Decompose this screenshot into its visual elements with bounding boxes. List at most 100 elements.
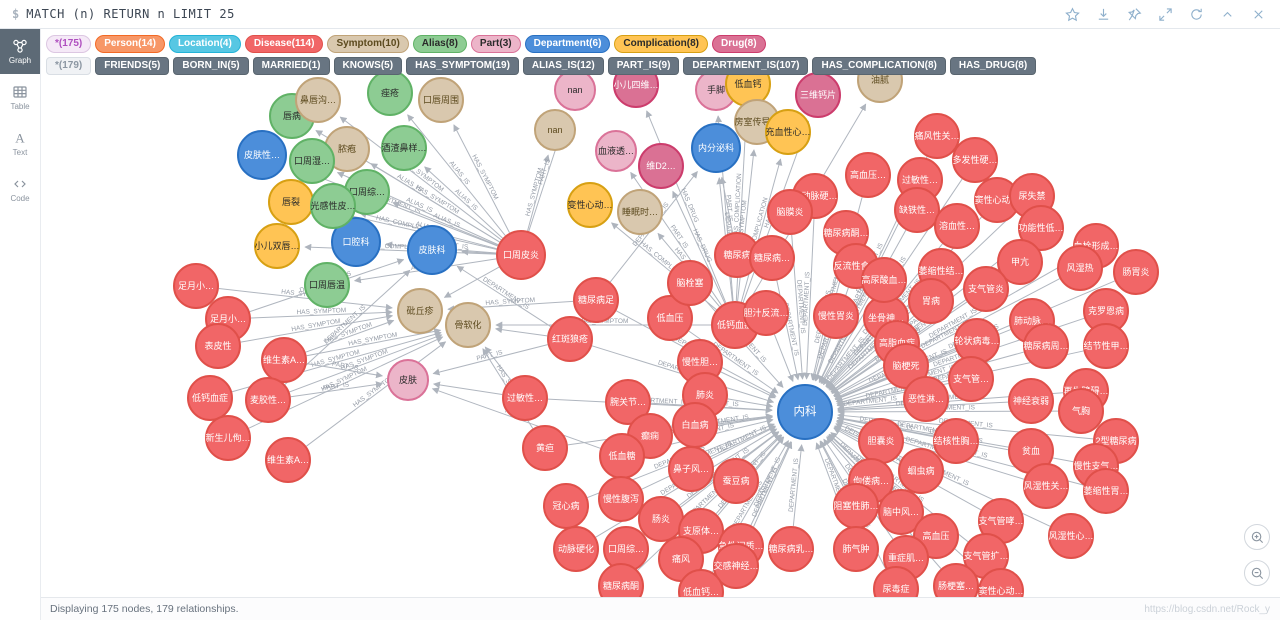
graph-node[interactable]: 肠炎 [638, 496, 684, 542]
graph-edge[interactable] [727, 398, 774, 409]
rel-type-pill[interactable]: HAS_COMPLICATION(8) [812, 57, 946, 75]
graph-node[interactable]: 结核性胸… [933, 418, 979, 464]
graph-node[interactable]: 骨软化 [445, 302, 491, 348]
node-label-pill[interactable]: *(175) [46, 35, 92, 53]
graph-node[interactable]: 功能性低… [1018, 205, 1064, 251]
node-label-pill[interactable]: Location(4) [168, 35, 241, 53]
graph-node[interactable]: 变性心动… [567, 182, 613, 228]
graph-edge[interactable]: HAS_SYMPTOM [250, 307, 393, 319]
graph-edge[interactable] [443, 266, 500, 298]
rel-type-pill[interactable]: BORN_IN(5) [173, 57, 249, 75]
graph-node[interactable]: 痛风 [658, 536, 704, 582]
query-editor[interactable]: $ MATCH (n) RETURN n LIMIT 25 [0, 7, 235, 21]
graph-node[interactable]: 低钙血症 [187, 375, 233, 421]
graph-node[interactable]: 皮肤 [387, 359, 429, 401]
graph-node[interactable]: 溶血性… [934, 203, 980, 249]
rel-type-pill[interactable]: FRIENDS(5) [95, 57, 170, 75]
graph-edge[interactable] [495, 326, 548, 337]
tab-graph[interactable]: Graph [0, 28, 40, 74]
tab-table[interactable]: Table [0, 74, 40, 120]
graph-node[interactable]: 脑栓塞 [667, 260, 713, 306]
graph-node[interactable]: 足月小… [173, 263, 219, 309]
graph-node[interactable]: 胆汁反流… [743, 290, 789, 336]
graph-node[interactable]: 蚕豆病 [713, 458, 759, 504]
graph-node[interactable]: 胃病 [908, 278, 954, 324]
graph-node[interactable]: 口唇周围 [418, 77, 464, 123]
graph-node[interactable]: nan [554, 69, 596, 111]
graph-edge[interactable] [433, 381, 503, 395]
rel-type-pill[interactable]: HAS_DRUG(8) [949, 57, 1037, 75]
graph-edge[interactable] [834, 375, 886, 399]
graph-node[interactable]: 交感神经… [713, 543, 759, 589]
graph-node[interactable]: 糖尿病足 [573, 277, 619, 323]
graph-edge[interactable] [720, 371, 776, 399]
graph-node[interactable]: 唇裂 [268, 179, 314, 225]
graph-node[interactable]: 光感性皮… [310, 183, 356, 229]
graph-node[interactable]: 肠胃炎 [1113, 249, 1159, 295]
rel-type-pill[interactable]: *(179) [46, 57, 92, 75]
graph-edge[interactable] [773, 334, 794, 382]
graph-node[interactable]: 肺气肿 [833, 526, 879, 572]
graph-node[interactable]: 鼻唇沟… [295, 77, 341, 123]
graph-node[interactable]: 内分泌科 [691, 123, 741, 173]
graph-node[interactable]: 脑膜炎 [767, 189, 813, 235]
node-label-pill[interactable]: Drug(8) [711, 35, 766, 53]
graph-node[interactable]: 气胸 [1058, 388, 1104, 434]
graph-edge[interactable] [461, 248, 497, 256]
graph-node[interactable]: 胆囊炎 [858, 418, 904, 464]
graph-node[interactable]: 糖尿病 [714, 232, 760, 278]
graph-node[interactable]: 脑梗死 [883, 343, 929, 389]
graph-node[interactable]: 黄疸 [522, 425, 568, 471]
graph-node[interactable]: 过敏性… [502, 375, 548, 421]
graph-node[interactable]: 痛风性关… [914, 113, 960, 159]
graph-node[interactable]: 糖尿病… [749, 235, 795, 281]
graph-node[interactable]: 支气管哮… [978, 498, 1024, 544]
node-label-pill[interactable]: Person(14) [95, 35, 165, 53]
graph-node[interactable]: 阻塞性肺… [833, 483, 879, 529]
node-label-pill[interactable]: Department(6) [524, 35, 611, 53]
graph-node[interactable]: 新生儿佝… [205, 415, 251, 461]
graph-node[interactable]: 低血压 [647, 295, 693, 341]
graph-node[interactable]: 多发性硬… [952, 137, 998, 183]
graph-node[interactable]: 神经衰弱 [1008, 378, 1054, 424]
graph-node[interactable]: 白血病 [672, 402, 718, 448]
graph-node[interactable]: 痤疮 [367, 70, 413, 116]
graph-node[interactable]: 冠心病 [543, 483, 589, 529]
graph-node[interactable]: 甲亢 [997, 239, 1043, 285]
graph-node[interactable]: 动脉硬化 [553, 526, 599, 572]
query-text[interactable]: MATCH (n) RETURN n LIMIT 25 [26, 7, 235, 21]
graph-node[interactable]: 皮肤性… [237, 130, 287, 180]
graph-node[interactable]: nan [534, 109, 576, 151]
graph-edge[interactable]: PART_IS [290, 381, 383, 398]
graph-node[interactable]: 维D2… [638, 143, 684, 189]
graph-node[interactable]: 腕关节… [605, 379, 651, 425]
graph-edge[interactable] [751, 434, 783, 466]
pin-icon[interactable] [1127, 7, 1142, 22]
rel-type-pill[interactable]: ALIAS_IS(12) [522, 57, 604, 75]
graph-edge[interactable]: PART_IS [306, 361, 384, 379]
graph-node[interactable]: 风湿热 [1057, 245, 1103, 291]
node-label-pill[interactable]: Part(3) [470, 35, 521, 53]
zoom-in-button[interactable] [1244, 524, 1270, 550]
graph-node[interactable]: 红斑狼疮 [547, 316, 593, 362]
graph-node[interactable]: 内科 [777, 384, 833, 440]
graph-node[interactable]: 萎缩性胃… [1083, 468, 1129, 514]
graph-node[interactable]: 口周皮炎 [496, 230, 546, 280]
refresh-icon[interactable] [1189, 7, 1204, 22]
fullscreen-icon[interactable] [1158, 7, 1173, 22]
graph-node[interactable]: 轮状病毒… [954, 318, 1000, 364]
graph-node[interactable]: 高尿酸血… [861, 257, 907, 303]
graph-edge[interactable]: DEPARTMENT_IS [802, 218, 815, 380]
tab-code[interactable]: Code [0, 166, 40, 212]
graph-node[interactable]: 恶性淋… [903, 376, 949, 422]
collapse-icon[interactable] [1220, 7, 1235, 22]
graph-node[interactable]: 糖尿病乳… [768, 526, 814, 572]
graph-node[interactable]: 维生素A… [261, 337, 307, 383]
graph-node[interactable]: 充血性心… [765, 109, 811, 155]
graph-node[interactable]: 皮肤科 [407, 225, 457, 275]
node-label-pill[interactable]: Symptom(10) [327, 35, 409, 53]
close-icon[interactable] [1251, 7, 1266, 22]
graph-node[interactable]: 口腔科 [331, 217, 381, 267]
graph-node[interactable]: 低血糖 [599, 433, 645, 479]
node-label-pill[interactable]: Alias(8) [412, 35, 467, 53]
